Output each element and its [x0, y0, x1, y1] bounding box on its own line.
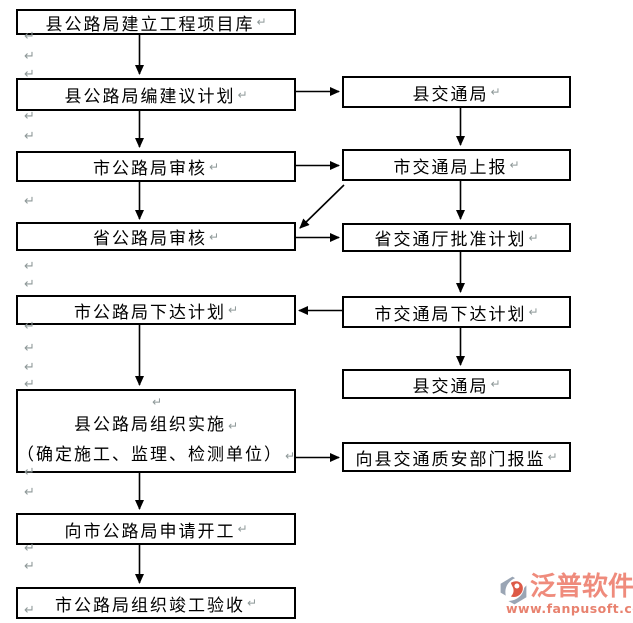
- paragraph-mark: ↵: [284, 449, 296, 463]
- flow-box-apply-start-work: 向市公路局申请开工↵: [16, 513, 296, 545]
- paragraph-mark: ↵: [528, 305, 539, 319]
- fanpu-logo-icon: [500, 576, 527, 605]
- flow-box-completion-acceptance: 市公路局组织竣工验收↵: [16, 587, 296, 619]
- fanpu-logo-title[interactable]: 泛普软件: [530, 572, 633, 602]
- flow-box-label: 市交通局下达计划: [374, 304, 527, 325]
- paragraph-mark: ↵: [24, 67, 35, 82]
- flow-box-city-transport-report: 市交通局上报↵: [342, 149, 571, 181]
- paragraph-mark: ↵: [24, 603, 35, 618]
- flow-box-label: 县公路局组织实施: [73, 415, 226, 435]
- flow-box-label: 市交通局上报: [393, 157, 508, 178]
- fanpu-logo[interactable]: 泛普软件 www.fanpusoft.com: [494, 572, 633, 618]
- flow-box-label: 县交通局: [412, 84, 489, 105]
- flow-box-label: 向县交通质安部门报监: [355, 449, 546, 470]
- flow-box-label: 县交通局: [412, 376, 489, 397]
- flow-box-report-quality-safety-dept: 向县交通质安部门报监↵: [342, 442, 571, 472]
- paragraph-mark: ↵: [24, 541, 35, 556]
- paragraph-mark: ↵: [237, 522, 248, 536]
- paragraph-mark: ↵: [246, 596, 258, 610]
- paragraph-mark: ↵: [24, 29, 35, 44]
- flow-box-city-transport-issue-plan: 市交通局下达计划↵: [342, 296, 571, 328]
- paragraph-mark: ↵: [24, 360, 35, 375]
- paragraph-mark: ↵: [24, 559, 35, 574]
- paragraph-mark: ↵: [528, 230, 539, 245]
- paragraph-mark: ↵: [547, 450, 558, 464]
- flow-box-province-transport-approve-plan: 省交通厅批准计划↵: [342, 223, 571, 252]
- flow-box-label: 市公路局审核: [92, 159, 207, 179]
- flow-box-city-highway-issue-plan: 市公路局下达计划↵: [16, 295, 296, 325]
- fanpu-logo-url[interactable]: www.fanpusoft.com: [506, 601, 633, 616]
- paragraph-mark: ↵: [151, 395, 163, 409]
- paragraph-mark: ↵: [24, 109, 35, 124]
- flow-box-label: 市公路局组织竣工验收: [54, 595, 245, 616]
- flow-box-label: 县公路局编建议计划: [64, 87, 236, 107]
- paragraph-mark: ↵: [24, 129, 35, 144]
- paragraph-mark: ↵: [24, 377, 35, 392]
- flow-box-county-transport-bureau-1: 县交通局↵: [342, 76, 571, 108]
- paragraph-mark: ↵: [24, 259, 35, 274]
- paragraph-mark: ↵: [237, 87, 248, 102]
- flow-box-label: 县公路局建立工程项目库: [45, 14, 255, 35]
- flow-box-province-highway-review: 省公路局审核↵: [16, 222, 296, 251]
- paragraph-mark: ↵: [24, 277, 35, 292]
- flow-box-county-transport-bureau-2: 县交通局↵: [342, 369, 571, 399]
- paragraph-mark: ↵: [24, 194, 35, 209]
- paragraph-mark: ↵: [490, 377, 501, 391]
- flow-box-label: 省公路局审核: [92, 229, 207, 249]
- flow-box-county-highway-project-library: 县公路局建立工程项目库↵: [16, 9, 296, 35]
- flow-box-label-line2: （确定施工、监理、检测单位）: [16, 445, 283, 465]
- flow-box-label: 市公路局下达计划: [73, 302, 226, 323]
- flow-box-county-highway-draft-plan: 县公路局编建议计划↵: [16, 78, 296, 111]
- paragraph-mark: ↵: [256, 15, 267, 29]
- paragraph-mark: ↵: [208, 159, 220, 174]
- flow-box-city-highway-review: 市公路局审核↵: [16, 151, 296, 182]
- paragraph-mark: ↵: [24, 319, 35, 334]
- paragraph-mark: ↵: [24, 485, 35, 500]
- flow-box-label: 向市公路局申请开工: [64, 521, 236, 542]
- paragraph-mark: ↵: [509, 158, 520, 172]
- paragraph-mark: ↵: [490, 85, 501, 99]
- paragraph-mark: ↵: [24, 465, 35, 480]
- flow-box-county-highway-implementation: ↵ 县公路局组织实施↵ （确定施工、监理、检测单位）↵: [16, 389, 296, 473]
- paragraph-mark: ↵: [227, 419, 239, 433]
- paragraph-mark: ↵: [24, 341, 35, 356]
- paragraph-mark: ↵: [227, 303, 239, 317]
- paragraph-mark: ↵: [208, 229, 220, 244]
- paragraph-mark: ↵: [24, 49, 35, 64]
- flow-box-label: 省交通厅批准计划: [374, 230, 527, 250]
